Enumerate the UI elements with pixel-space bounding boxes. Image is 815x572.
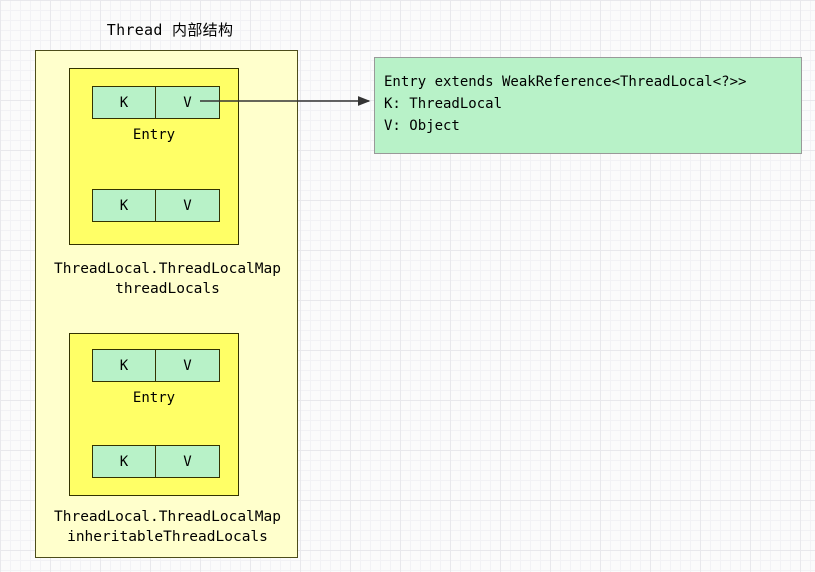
entry-to-note-arrow-icon [200, 96, 371, 106]
entry-row: K V [92, 445, 220, 478]
note-line-value-type: V: Object [384, 118, 460, 134]
inheritablethreadlocals-caption: ThreadLocal.ThreadLocalMap inheritableTh… [36, 507, 299, 547]
entry-row: K V [92, 349, 220, 382]
entry-value-cell: V [183, 94, 192, 111]
note-line-declaration: Entry extends WeakReference<ThreadLocal<… [384, 74, 747, 90]
entry-definition-note: Entry extends WeakReference<ThreadLocal<… [374, 57, 802, 154]
caption-field-name: inheritableThreadLocals [67, 529, 268, 545]
caption-class-name: ThreadLocal.ThreadLocalMap [54, 261, 281, 277]
caption-class-name: ThreadLocal.ThreadLocalMap [54, 509, 281, 525]
note-line-key-type: K: ThreadLocal [384, 96, 503, 112]
entry-value-cell: V [183, 197, 192, 214]
entry-value-cell: V [183, 357, 192, 374]
entry-key-cell: K [93, 350, 156, 381]
thread-container: K V Entry K V ThreadLocal.ThreadLocalMap… [35, 50, 298, 558]
threadlocals-map-group: K V Entry K V [69, 68, 239, 245]
page-title: Thread 内部结构 [106, 21, 234, 39]
entry-key-cell: K [93, 190, 156, 221]
entry-label: Entry [132, 127, 176, 143]
entry-value-cell: V [183, 453, 192, 470]
entry-key-cell: K [93, 87, 156, 118]
inheritablethreadlocals-map-group: K V Entry K V [69, 333, 239, 496]
caption-field-name: threadLocals [115, 281, 220, 297]
entry-key-cell: K [93, 446, 156, 477]
entry-label: Entry [132, 390, 176, 406]
entry-row: K V [92, 86, 220, 119]
threadlocals-caption: ThreadLocal.ThreadLocalMap threadLocals [36, 259, 299, 299]
entry-row: K V [92, 189, 220, 222]
